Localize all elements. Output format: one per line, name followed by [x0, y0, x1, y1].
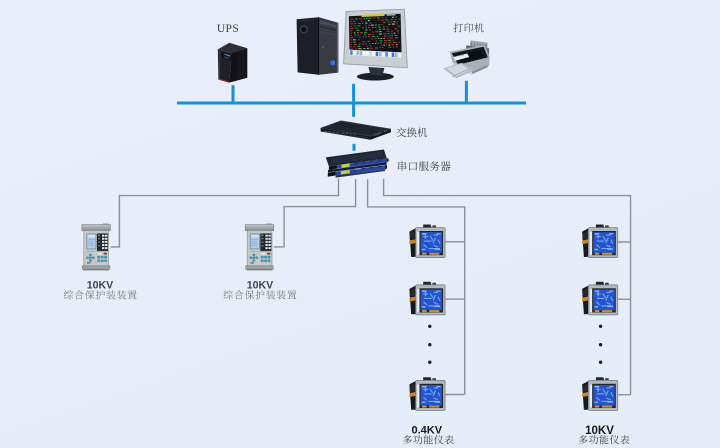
svg-text:10KV: 10KV: [87, 279, 114, 291]
svg-text:UPS: UPS: [217, 23, 239, 35]
svg-text:0.4KV: 0.4KV: [412, 425, 443, 437]
svg-text:10KV: 10KV: [247, 279, 274, 291]
svg-text:10KV: 10KV: [585, 425, 614, 437]
